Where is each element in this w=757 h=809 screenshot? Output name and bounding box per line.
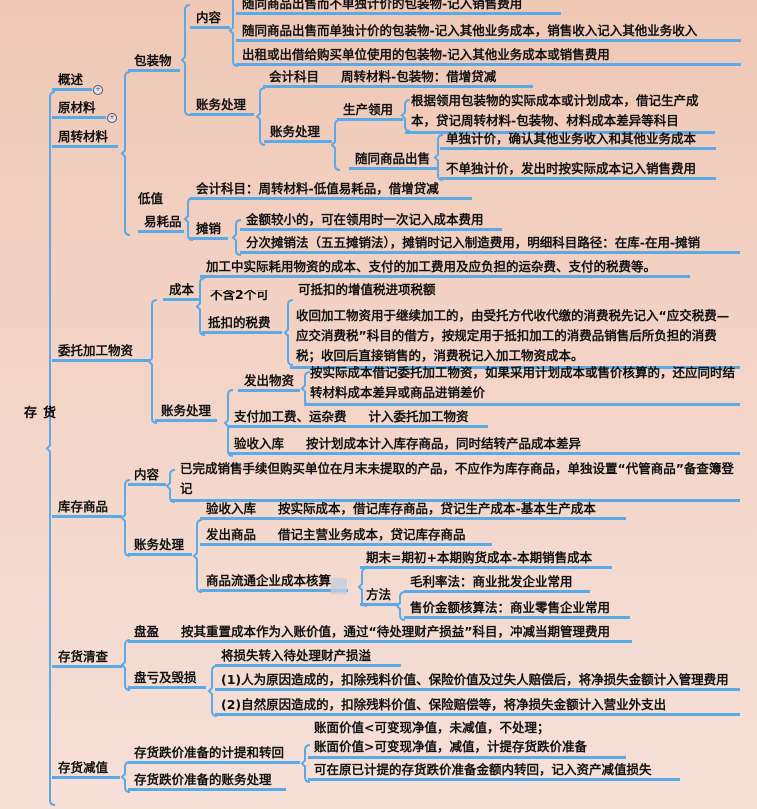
brace-connector xyxy=(223,389,234,457)
brace-connector xyxy=(228,0,239,67)
provision-item: 账面价值>可变现净值，减值，计提存货跌价准备 xyxy=(314,739,587,754)
node-production-text[interactable]: 根据领用包装物的实际成本或计划成本，借记生产成本，贷记周转材料-包装物、材料成本… xyxy=(405,91,715,134)
node-deductible-tax[interactable]: 抵扣的税费 xyxy=(202,314,282,334)
node-stock-ship[interactable]: 发出商品 借记主营业务成本，贷记库存商品 xyxy=(200,526,492,546)
note-icon[interactable] xyxy=(331,578,347,594)
brace-connector xyxy=(45,91,56,806)
node-consigned-cost[interactable]: 成本 xyxy=(163,281,199,301)
brace-connector xyxy=(207,665,218,717)
node-loss-item[interactable]: (2)自然原因造成的，扣除残料价值、保险赔偿等，将净损失金额计入营业外支出 xyxy=(215,696,740,716)
node-pay-fees[interactable]: 支付加工费、运杂费 计入委托加工物资 xyxy=(228,408,488,428)
stock-receive-text: 按实际成本，借记库存商品，贷记生产成本-基本生产成本 xyxy=(278,501,596,516)
node-provision-entry[interactable]: 存货跌价准备的账务处理 xyxy=(128,771,286,791)
brace-connector xyxy=(330,119,341,171)
expand-circle-icon[interactable]: + xyxy=(107,113,117,123)
node-packaging-content[interactable]: 内容 xyxy=(190,9,230,29)
node-circulation-costing[interactable]: 商品流通企业成本核算 xyxy=(200,572,348,592)
node-stock-accounting[interactable]: 账务处理 xyxy=(128,536,192,556)
node-consigned-accounting[interactable]: 账务处理 xyxy=(155,402,217,422)
node-inventory-count[interactable]: 存货清查 xyxy=(52,648,122,668)
node-cost-item[interactable]: 加工中实际耗用物资的成本、支付的加工费用及应负担的运杂费、支付的税费等。 xyxy=(200,258,690,278)
node-sale-item[interactable]: 不单独计价，发出时按实际成本记入销售费用 xyxy=(440,160,716,180)
ship-label: 发出商品 xyxy=(206,527,257,542)
node-method-item[interactable]: 毛利率法：商业批发企业常用 xyxy=(404,573,590,593)
node-tax-item[interactable]: 可抵扣的增值税进项税额 xyxy=(298,282,436,297)
expand-circle-icon[interactable]: + xyxy=(93,85,103,95)
node-packaging-accounting[interactable]: 账务处理 xyxy=(190,96,254,116)
node-content-item[interactable]: 出租或出借给购买单位使用的包装物-记入其他业务成本或销售费用 xyxy=(236,46,741,66)
node-amort-item[interactable]: 分次摊销法（五五摊销法），摊销时记入制造费用，明细科目路径：在库-在用-摊销 xyxy=(240,234,740,254)
node-stock-content-text[interactable]: 已完成销售手续但购买单位在月末未提取的产品，不应作为库存商品，单独设置“代管商品… xyxy=(170,459,740,502)
brace-connector xyxy=(255,87,266,146)
subject-value: 周转材料-包装物：借增贷减 xyxy=(341,69,497,84)
node-stock-goods[interactable]: 库存商品 xyxy=(52,498,122,518)
brace-connector xyxy=(283,299,294,366)
brace-connector xyxy=(120,71,131,236)
node-content-item[interactable]: 随同商品出售而不单独计价的包装物-记入销售费用 xyxy=(236,0,561,15)
brace-connector xyxy=(120,639,131,691)
node-issue-materials[interactable]: 发出物资 xyxy=(238,372,300,392)
brace-connector xyxy=(120,761,131,793)
ship-text: 借记主营业务成本，贷记库存商品 xyxy=(278,527,466,542)
pay-label: 支付加工费、运杂费 xyxy=(234,409,347,424)
node-loss[interactable]: 盘亏及毁损 xyxy=(128,669,206,689)
node-tax-line1[interactable]: 不含2个可 xyxy=(210,290,269,302)
root-node[interactable]: 存货 xyxy=(24,406,63,421)
brace-connector xyxy=(183,197,194,241)
node-production-use[interactable]: 生产领用 xyxy=(337,101,403,121)
node-content-item[interactable]: 随同商品出售而单独计价的包装物-记入其他业务成本，销售收入记入其他业务收入 xyxy=(236,22,741,42)
node-packaging[interactable]: 包装物 xyxy=(128,52,180,72)
node-sale-item[interactable]: 单独计价，确认其他业务收入和其他业务成本 xyxy=(440,130,716,150)
node-consigned[interactable]: 委托加工物资 xyxy=(52,342,150,362)
node-turnover-materials[interactable]: 周转材料 xyxy=(52,128,118,148)
receive-label: 验收入库 xyxy=(234,436,285,451)
node-stock-content[interactable]: 内容 xyxy=(128,466,166,486)
brace-connector xyxy=(195,277,206,336)
node-packaging-treatment[interactable]: 账务处理 xyxy=(264,123,332,143)
node-provision[interactable]: 存货跌价准备的计提和转回 xyxy=(128,744,300,764)
node-lowvalue[interactable]: 易耗品 xyxy=(138,213,184,233)
node-amortization[interactable]: 摊销 xyxy=(190,220,228,240)
node-method-item[interactable]: 售价金额核算法：商业零售企业常用 xyxy=(404,599,630,619)
subject-label: 会计科目 xyxy=(269,69,320,84)
node-lowvalue-subject[interactable]: 会计科目：周转材料-低值易耗品，借增贷减 xyxy=(190,180,472,200)
node-raw-materials[interactable]: 原材料 xyxy=(52,99,106,119)
node-provision-items[interactable]: 账面价值<可变现净值，未减值，不处理； 账面价值>可变现净值，减值，计提存货跌价准… xyxy=(308,718,626,759)
node-amort-item[interactable]: 金额较小的，可在领用时一次记入成本费用 xyxy=(240,211,502,231)
brace-connector xyxy=(231,219,242,256)
pay-text: 计入委托加工物资 xyxy=(368,409,469,424)
node-lowvalue-line1[interactable]: 低值 xyxy=(138,191,164,206)
surplus-label: 盘盈 xyxy=(134,624,160,639)
brace-connector xyxy=(120,479,131,557)
brace-connector xyxy=(400,99,411,132)
node-stock-receive[interactable]: 验收入库 按实际成本，借记库存商品，贷记生产成本-基本生产成本 xyxy=(200,500,626,520)
node-methods[interactable]: 方法 xyxy=(360,586,398,606)
brace-connector xyxy=(395,591,406,621)
node-surplus[interactable]: 盘盈 按其重置成本作为入账价值，通过“待处理财产损益”科目，冲减当期管理费用 xyxy=(128,623,632,643)
node-sale-with-goods[interactable]: 随同商品出售 xyxy=(349,150,437,170)
surplus-text: 按其重置成本作为入账价值，通过“待处理财产损益”科目，冲减当期管理费用 xyxy=(181,624,610,639)
node-formula[interactable]: 期末=期初+本期购货成本-本期销售成本 xyxy=(360,549,612,569)
node-loss-item[interactable]: 将损失转入待处理财产损溢 xyxy=(215,647,401,667)
brace-connector xyxy=(433,134,444,181)
node-overview[interactable]: 概述 xyxy=(52,71,92,91)
provision-item: 账面价值<可变现净值，未减值，不处理； xyxy=(314,720,550,735)
node-tax-item[interactable]: 收回加工物资用于继续加工的，由受托方代收代缴的消费税先记入“应交税费—应交消费税… xyxy=(290,306,740,369)
node-loss-item[interactable]: (1)人为原因造成的，扣除残料价值、保险价值及过失人赔偿后，将净损失金额计入管理… xyxy=(215,671,740,691)
brace-connector xyxy=(300,744,311,783)
stock-receive-label: 验收入库 xyxy=(206,501,257,516)
brace-connector xyxy=(192,519,203,593)
brace-connector xyxy=(180,4,191,116)
node-issue-text[interactable]: 按实际成本借记委托加工物资，如果采用计划成本或售价核算的，还应同时结转材料成本差… xyxy=(304,363,740,406)
node-receive[interactable]: 验收入库 按计划成本计入库存商品，同时结转产品成本差异 xyxy=(228,435,740,455)
node-entry-text[interactable]: 可在原已计提的存货跌价准备金额内转回，记入资产减值损失 xyxy=(308,761,680,781)
node-impairment[interactable]: 存货减值 xyxy=(52,759,120,779)
receive-text: 按计划成本计入库存商品，同时结转产品成本差异 xyxy=(306,436,582,451)
node-packaging-subject[interactable]: 会计科目 周转材料-包装物：借增贷减 xyxy=(263,68,533,88)
